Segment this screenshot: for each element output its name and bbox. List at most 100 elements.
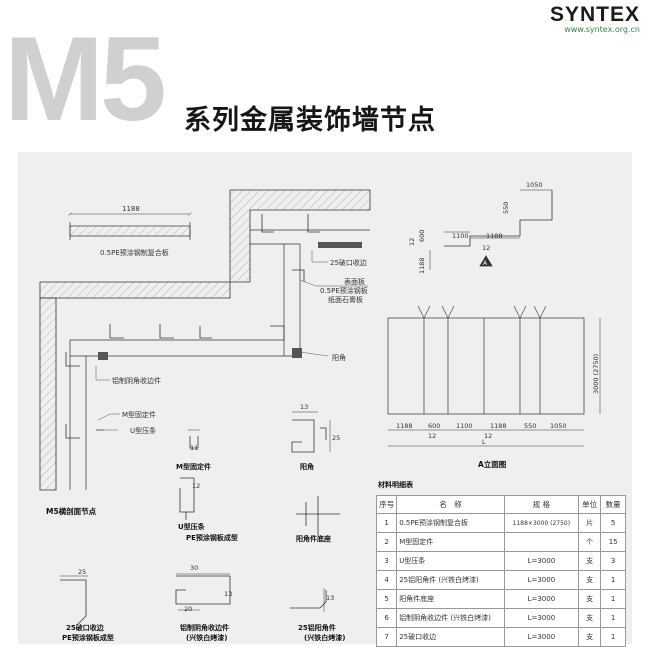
cell: L=3000 (503, 608, 579, 628)
caption-m-fix: M型固定件 (176, 462, 211, 471)
elev-12b: 12 (484, 432, 492, 440)
cell: 25铝阳角件 (兴铁白烤漆) (396, 570, 505, 590)
cell: 4 (375, 570, 398, 590)
component-labels: 11 M型固定件 13 25 阳角 12 U型压条 PE预涂钢板成型 阳角件底座… (62, 403, 345, 642)
table-row: 5 阳角件底座 L=3000 支 1 (375, 589, 626, 609)
cell: 5 (375, 589, 398, 609)
col-spec: 规 格 (503, 495, 579, 514)
series-letters: M5 (4, 12, 167, 146)
cell: 片 (577, 513, 602, 533)
caption-25-1: 25破口收边 (66, 623, 105, 632)
cell: 1 (600, 589, 626, 609)
plan-1100: 1100 (452, 232, 469, 240)
elev-b3: 1188 (490, 422, 507, 430)
cell: 1 (600, 608, 626, 628)
cell: 0.5PE预涂钢制复合板 (396, 513, 505, 533)
cell: 1188×3000 (2750) (503, 513, 579, 533)
panel-profile-detail: 1188 0.5PE预涂钢制复合板 (68, 205, 192, 257)
dim-13c: 13 (326, 594, 334, 602)
cell: 支 (577, 551, 602, 571)
component-details (60, 411, 340, 625)
cell: U型压条 (396, 551, 505, 571)
elevation-labels: 3000 (2750) 1188 600 1100 1188 550 1050 … (396, 354, 600, 469)
dim-30: 30 (190, 564, 198, 572)
plan-550: 550 (502, 202, 510, 214)
label-layer-3: 纸面石膏板 (328, 295, 363, 304)
caption-u-strip-2: PE预涂钢板成型 (186, 533, 238, 542)
cell: L=3000 (503, 551, 579, 571)
cell: 3 (600, 551, 626, 571)
elev-L: L (482, 438, 486, 446)
elev-b1: 600 (428, 422, 440, 430)
caption-lv-2: (兴铁白烤漆) (186, 633, 227, 642)
dim-25b: 25 (78, 568, 86, 576)
table-row: 7 25破口收边 L=3000 支 1 (375, 627, 626, 647)
col-name: 名 称 (396, 495, 505, 514)
label-layer-2: 0.5PE预涂钢板 (320, 286, 368, 295)
plan-600: 600 (418, 230, 426, 242)
leader-lines (95, 250, 368, 431)
elev-b5: 1050 (550, 422, 567, 430)
label-u-strip: U型压条 (130, 426, 156, 435)
cell: 6 (375, 608, 398, 628)
table-row: 6 铝制阴角收边件 (兴铁白烤漆) L=3000 支 1 (375, 608, 626, 628)
col-qty: 数量 (600, 495, 626, 514)
caption-section: M5横剖面节点 (46, 506, 97, 516)
elev-height: 3000 (2750) (592, 354, 600, 394)
caption-base: 阳角件底座 (296, 534, 331, 543)
label-edge-25: 25破口收边 (330, 258, 367, 267)
plan-12a: 12 (408, 238, 416, 246)
material-table: 序号 名 称 规 格 单位 数量 1 0.5PE预涂钢制复合板 1188×300… (375, 495, 626, 647)
logo-url: www.syntex.org.cn (564, 25, 640, 34)
cell: 个 (577, 532, 602, 552)
panel-name-label: 0.5PE预涂钢制复合板 (100, 248, 169, 257)
bom-title: 材料明细表 (378, 481, 413, 489)
page-title: 系列金属装饰墙节点 (184, 105, 436, 136)
dim-25a: 25 (332, 434, 340, 442)
cell: 3 (375, 551, 398, 571)
col-no: 序号 (375, 495, 398, 514)
dim-1188-top: 1188 (122, 205, 140, 213)
caption-elevation: A立面图 (478, 459, 507, 469)
cell: 支 (577, 589, 602, 609)
elev-b2: 1100 (456, 422, 473, 430)
cell: 1 (375, 513, 398, 533)
dim-20: 20 (184, 605, 192, 613)
plan-1050: 1050 (526, 181, 543, 189)
caption-yangjiao: 阳角 (300, 462, 314, 471)
caption-lv-1: 铝制阴角收边件 (180, 623, 229, 632)
table-row: 3 U型压条 L=3000 支 3 (375, 551, 626, 571)
plan-1188b: 1188 (418, 257, 426, 274)
cell: L=3000 (503, 589, 579, 609)
cell: M型固定件 (396, 532, 505, 552)
caption-al-1: 25铝阳角件 (298, 623, 336, 632)
table-row: 2 M型固定件 个 15 (375, 532, 626, 552)
elev-12a: 12 (428, 432, 436, 440)
dim-13b: 13 (224, 590, 232, 598)
plan-labels: 1050 550 600 12 1100 1188 12 1188 A (408, 181, 543, 274)
cell: L=3000 (503, 570, 579, 590)
brand-logo: SYNTEX www.syntex.org.cn (549, 3, 640, 35)
dim-11: 11 (190, 444, 198, 452)
plan-a: A (483, 260, 488, 267)
section-labels: 25破口收边 表面板 0.5PE预涂钢板 纸面石膏板 阳角 铝制阴角收边件 M型… (46, 258, 368, 516)
logo-text: SYNTEX (549, 3, 640, 26)
elevation-view (387, 305, 601, 447)
wall-section (39, 189, 371, 491)
cell: 支 (577, 608, 602, 628)
label-lv-yin: 铝制阴角收边件 (112, 376, 161, 385)
dim-12a: 12 (192, 482, 200, 490)
label-layer-1: 表面板 (344, 277, 365, 286)
caption-u-strip-1: U型压条 (178, 522, 206, 531)
elev-b0: 1188 (396, 422, 413, 430)
table-row: 4 25铝阳角件 (兴铁白烤漆) L=3000 支 1 (375, 570, 626, 590)
cell: 2 (375, 532, 398, 552)
table-row: 1 0.5PE预涂钢制复合板 1188×3000 (2750) 片 5 (375, 513, 626, 533)
cell (503, 532, 579, 552)
cell: 15 (600, 532, 626, 552)
plan-view (429, 189, 553, 270)
plan-1188a: 1188 (486, 232, 503, 240)
cell: 7 (375, 627, 398, 647)
cell: 5 (600, 513, 626, 533)
elev-b4: 550 (524, 422, 536, 430)
